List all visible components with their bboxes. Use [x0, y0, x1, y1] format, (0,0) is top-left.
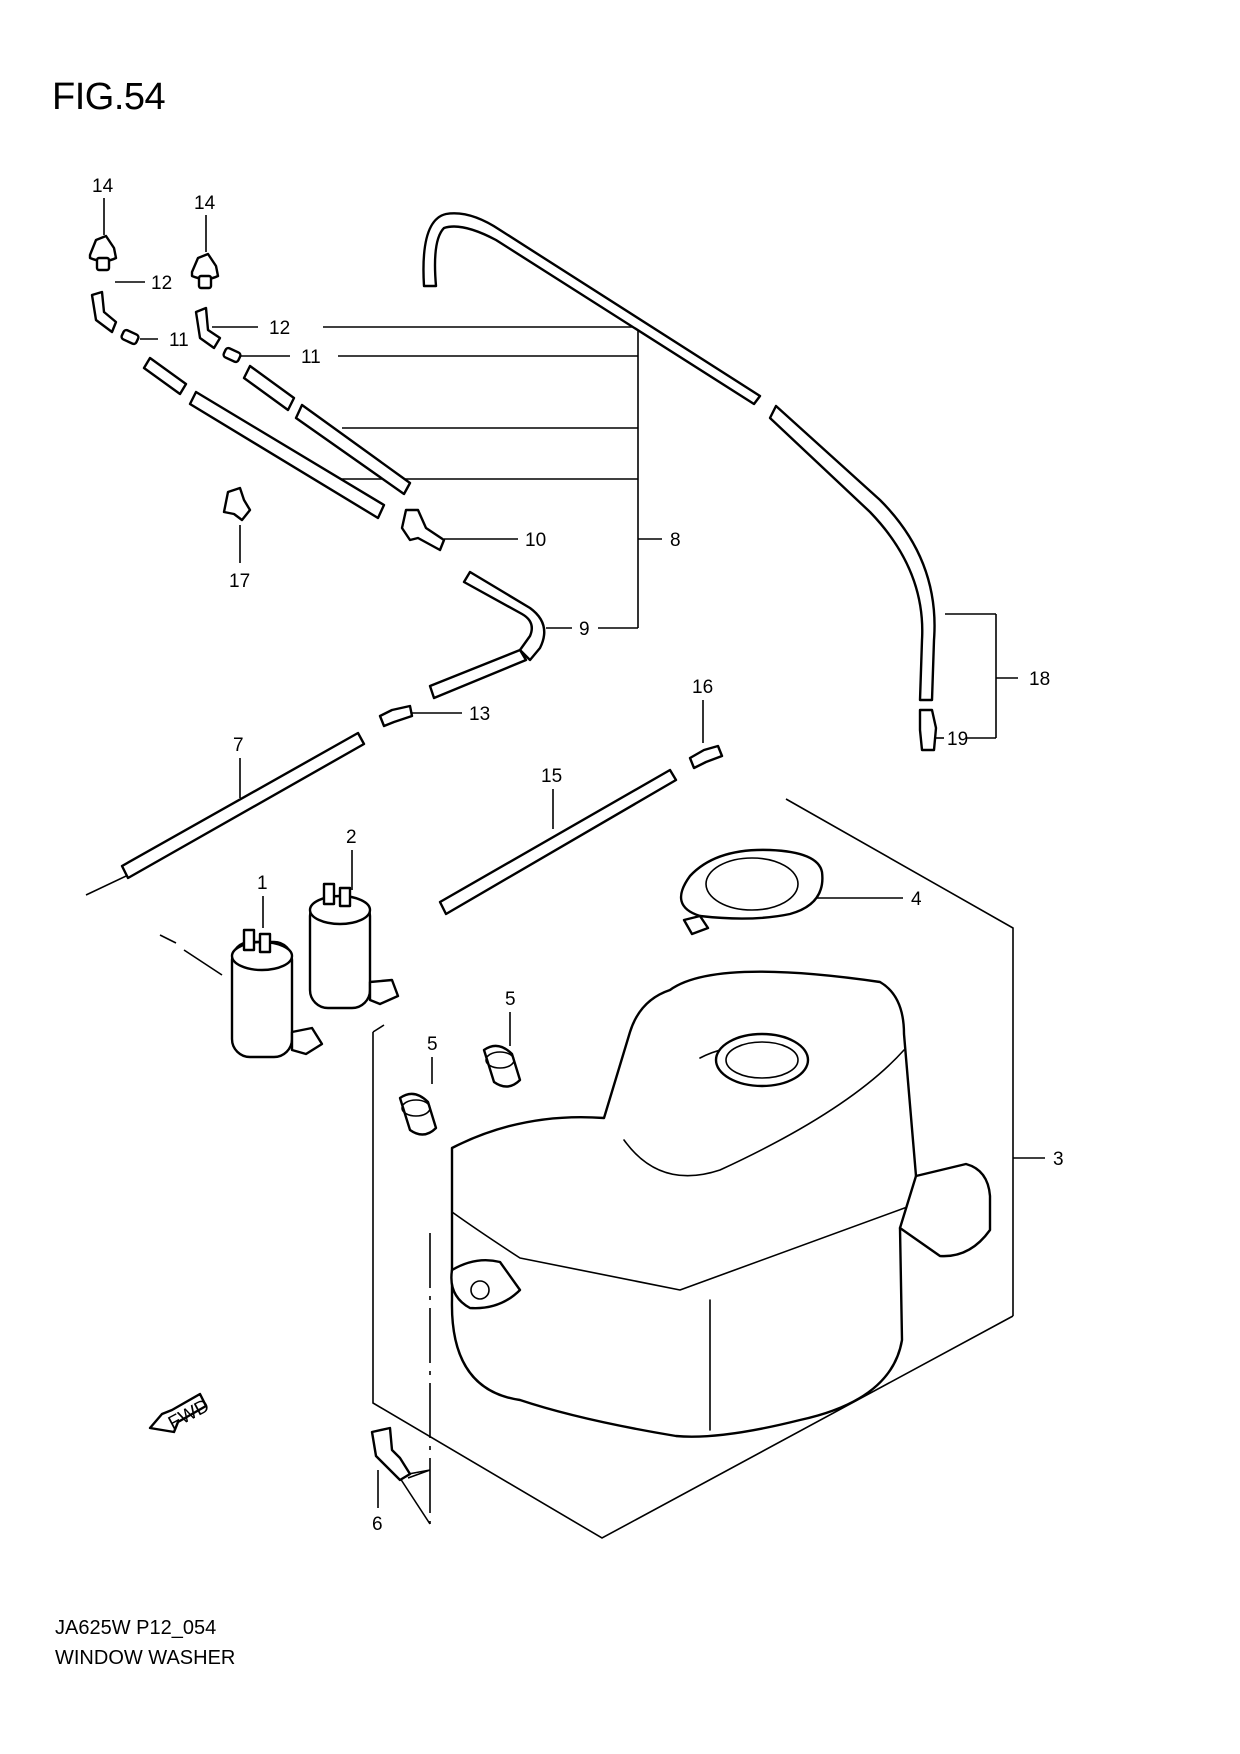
hose-joint-right [222, 346, 242, 364]
callout-14-right: 14 [194, 193, 216, 214]
diagram-caption: WINDOW WASHER [55, 1647, 236, 1669]
grommet-upper [482, 1044, 522, 1088]
hose-clip [222, 486, 252, 522]
callout-numbers: 14 14 12 12 11 11 10 8 9 13 17 7 15 16 1… [92, 176, 1064, 1535]
callout-16: 16 [692, 677, 713, 698]
washer-tank [450, 970, 992, 1438]
pump-hose-15 [438, 768, 678, 916]
rear-washer-hose [422, 212, 936, 702]
callout-17: 17 [229, 571, 250, 592]
model-code: JA625W P12_054 [55, 1617, 217, 1639]
callout-11-left: 11 [169, 330, 189, 351]
callout-7: 7 [233, 735, 244, 756]
callout-10: 10 [525, 530, 546, 551]
callout-19: 19 [947, 729, 968, 750]
callout-1: 1 [257, 873, 268, 894]
bent-hose [428, 570, 546, 700]
callout-2: 2 [346, 827, 357, 848]
callout-5-upper: 5 [505, 989, 516, 1010]
drain-plug [370, 1426, 412, 1482]
nozzle-hoses [142, 356, 412, 520]
washer-pump-2 [308, 882, 400, 1010]
callout-12-right: 12 [269, 318, 290, 339]
hose-elbow-right [194, 306, 222, 350]
callout-11-right: 11 [301, 347, 321, 368]
washer-nozzle-right [190, 252, 220, 290]
hose-joint-left [120, 328, 140, 346]
pump-hose-7 [120, 731, 366, 880]
figure-title: FIG.54 [52, 76, 166, 118]
callout-15: 15 [541, 766, 562, 787]
hose-connector-13 [378, 704, 414, 728]
washer-pump-1 [230, 928, 324, 1059]
rear-hose-joint [918, 708, 938, 752]
hose-elbow-left [90, 290, 118, 334]
callout-4: 4 [911, 889, 922, 910]
callout-13: 13 [469, 704, 490, 725]
three-way-joint [400, 508, 446, 552]
tank-cap [679, 848, 824, 936]
callout-3: 3 [1053, 1149, 1064, 1170]
callout-8: 8 [670, 530, 681, 551]
callout-9: 9 [579, 619, 590, 640]
callout-6: 6 [372, 1514, 383, 1535]
grommet-lower [398, 1092, 438, 1136]
leader-lines [85, 198, 1045, 1539]
callout-14-left: 14 [92, 176, 114, 197]
callout-18: 18 [1029, 669, 1050, 690]
callout-12-left: 12 [151, 273, 172, 294]
washer-nozzle-left [88, 234, 118, 272]
callout-5-lower: 5 [427, 1034, 438, 1055]
hose-connector-16 [688, 744, 724, 770]
forward-direction-arrow: FWD [148, 1392, 213, 1434]
